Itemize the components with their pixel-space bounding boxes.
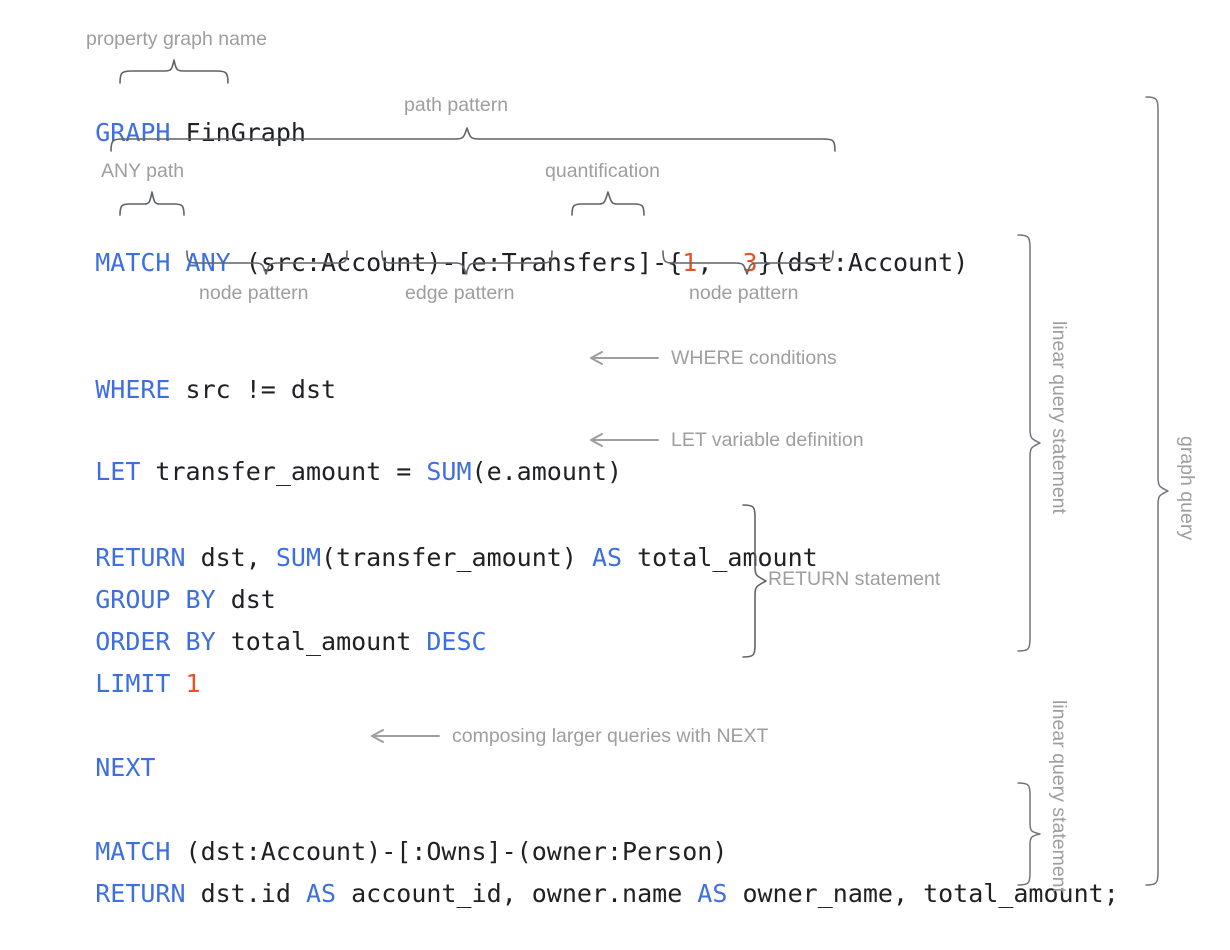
code-line-where: WHERE src != dst	[35, 345, 336, 435]
annotation-composing-with-next: composing larger queries with NEXT	[452, 725, 769, 747]
annotation-linear-query-statement-2: linear query statement	[1048, 700, 1070, 893]
keyword-as: AS	[305, 879, 337, 908]
space	[170, 248, 185, 277]
return-expr-2: (transfer_amount)	[321, 543, 592, 572]
annotation-let-variable-definition: LET variable definition	[671, 429, 864, 451]
arrow-composing-next-icon	[371, 729, 440, 743]
brace-return-statement	[742, 504, 767, 658]
brace-any-path	[119, 191, 185, 216]
brace-linear-query-statement-2	[1017, 782, 1041, 886]
return2-expr-2: account_id, owner.name	[336, 879, 698, 908]
keyword-as: AS	[697, 879, 728, 908]
keyword-as: AS	[591, 543, 623, 572]
let-argument: (e.amount)	[471, 457, 623, 486]
return2-expr-3: owner_name, total_amount;	[727, 879, 1119, 908]
return-alias: total_amount	[622, 543, 818, 572]
brace-edge-pattern	[381, 250, 553, 275]
code-line-graph: GRAPH FinGraph	[35, 88, 306, 178]
annotation-graph-query: graph query	[1176, 436, 1198, 541]
function-sum: SUM	[275, 543, 321, 572]
keyword-limit: LIMIT	[95, 669, 171, 698]
group-by-expr: dst	[215, 585, 276, 614]
annotation-property-graph-name: property graph name	[86, 28, 268, 50]
keyword-desc: DESC	[426, 627, 487, 656]
code-line-let: LET transfer_amount = SUM(e.amount)	[35, 427, 622, 517]
annotation-path-pattern: path pattern	[404, 94, 509, 116]
where-expression: src != dst	[170, 375, 337, 404]
code-line-limit: LIMIT 1	[35, 639, 201, 729]
annotation-quantification: quantification	[545, 160, 660, 182]
keyword-next: NEXT	[95, 753, 156, 782]
return2-expr-1: dst.id	[185, 879, 306, 908]
let-assignment: transfer_amount =	[140, 457, 427, 486]
code-line-order-by: ORDER BY total_amount DESC	[35, 597, 487, 687]
keyword-by: BY	[185, 627, 216, 656]
brace-property-graph-name	[119, 59, 229, 84]
annotation-node-pattern-right: node pattern	[689, 282, 799, 304]
code-line-return-2: RETURN dst.id AS account_id, owner.name …	[35, 849, 1119, 939]
annotation-node-pattern-left: node pattern	[199, 282, 309, 304]
code-line-group-by: GROUP BY dst	[35, 555, 276, 645]
order-by-expr: total_amount	[215, 627, 427, 656]
brace-quantification	[571, 191, 645, 216]
keyword-where: WHERE	[95, 375, 171, 404]
brace-graph-query	[1145, 96, 1169, 886]
code-line-return-1: RETURN dst, SUM(transfer_amount) AS tota…	[35, 513, 818, 603]
keyword-return: RETURN	[95, 543, 186, 572]
return-expr-1: dst,	[185, 543, 276, 572]
arrow-where-conditions-icon	[590, 351, 659, 365]
graph-name-fingraph: FinGraph	[185, 118, 306, 147]
brace-path-pattern	[110, 127, 836, 152]
keyword-group: GROUP	[95, 585, 171, 614]
keyword-match: MATCH	[95, 837, 171, 866]
annotation-where-conditions: WHERE conditions	[671, 347, 837, 369]
annotation-return-statement: RETURN statement	[768, 568, 941, 590]
match2-pattern: (dst:Account)-[:Owns]-(owner:Person)	[170, 837, 728, 866]
annotation-linear-query-statement-1: linear query statement	[1048, 321, 1070, 514]
limit-value: 1	[185, 669, 201, 698]
annotation-any-path: ANY path	[101, 160, 185, 182]
keyword-order: ORDER	[95, 627, 171, 656]
arrow-let-definition-icon	[590, 433, 659, 447]
keyword-return: RETURN	[95, 879, 186, 908]
keyword-by: BY	[185, 585, 216, 614]
function-sum: SUM	[426, 457, 472, 486]
annotation-edge-pattern: edge pattern	[405, 282, 515, 304]
keyword-match: MATCH	[95, 248, 171, 277]
brace-linear-query-statement-1	[1017, 234, 1041, 652]
code-line-match-2: MATCH (dst:Account)-[:Owns]-(owner:Perso…	[35, 807, 727, 897]
keyword-graph: GRAPH	[95, 118, 171, 147]
brace-node-pattern-right	[662, 250, 834, 275]
code-line-next: NEXT	[35, 723, 155, 813]
brace-node-pattern-left	[186, 250, 348, 275]
keyword-let: LET	[95, 457, 141, 486]
space	[170, 669, 185, 698]
